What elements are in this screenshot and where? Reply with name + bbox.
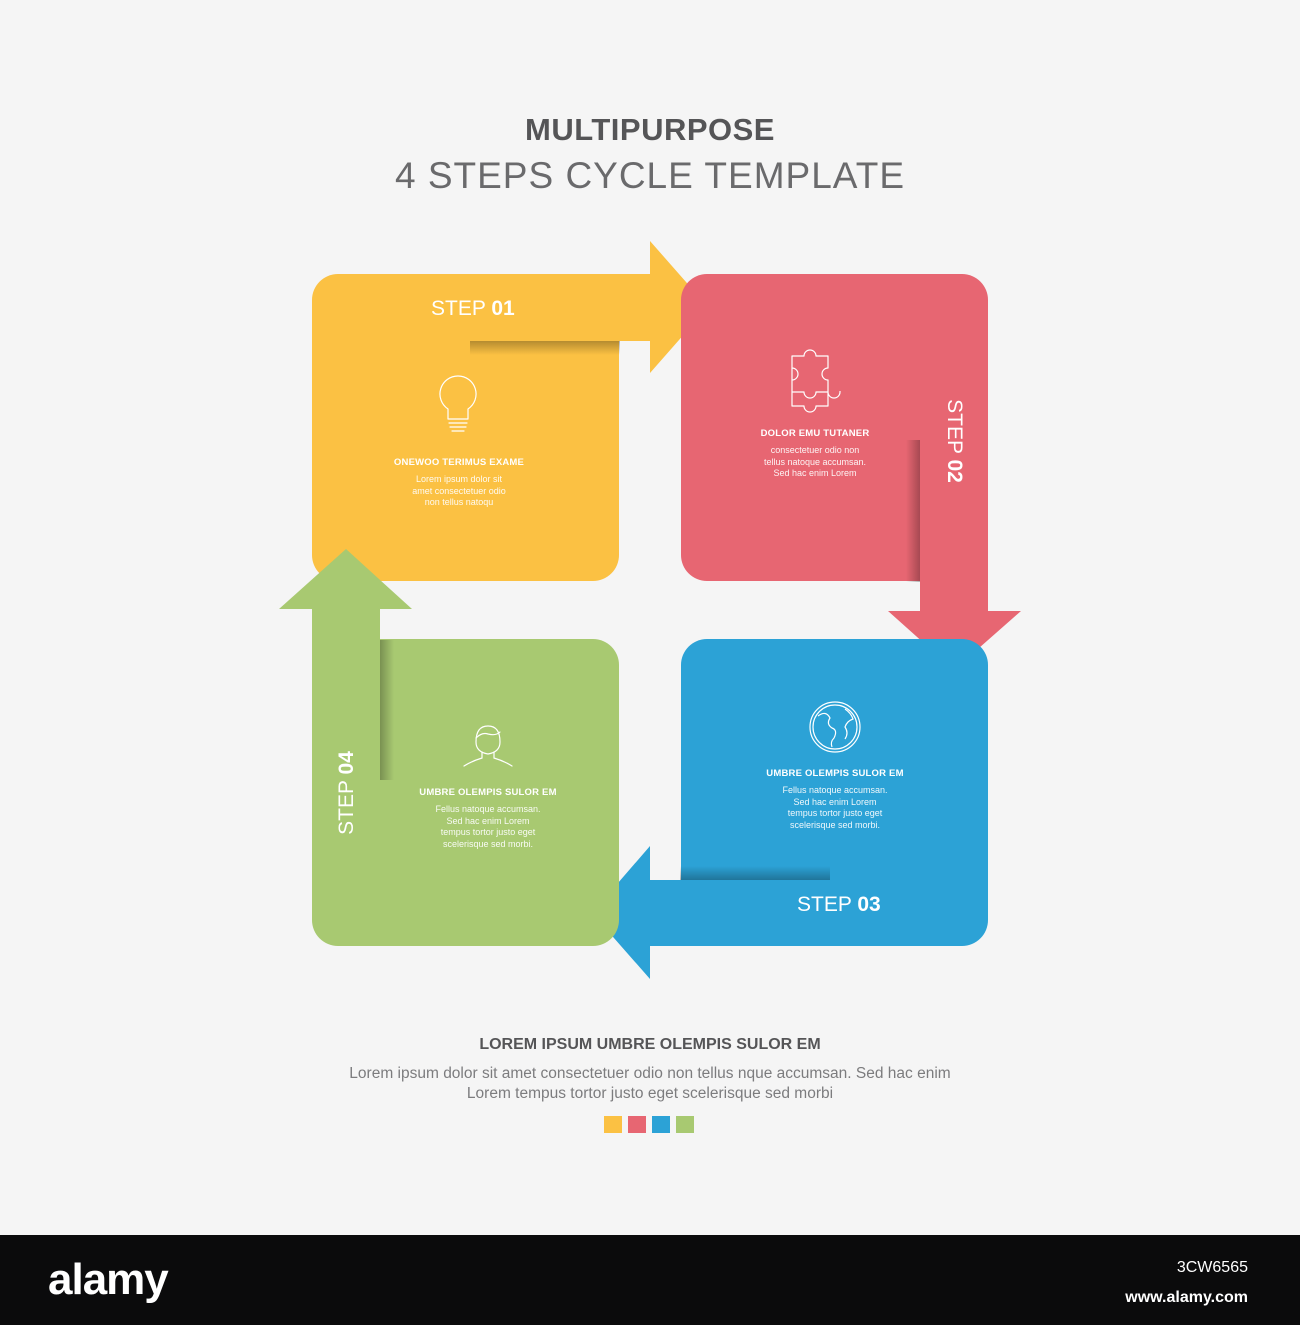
step-3-arrow xyxy=(592,846,930,979)
step-2-shadow xyxy=(906,440,920,582)
step-2-heading: DOLOR EMU TUTANER xyxy=(760,428,870,439)
step-4-body-line: tempus tortor justo eget xyxy=(440,827,536,837)
step-3-word: STEP xyxy=(797,893,852,916)
footer-heading: LOREM IPSUM UMBRE OLEMPIS SULOR EM xyxy=(479,1036,821,1053)
puzzle-icon xyxy=(791,349,841,413)
step-3-body-line: Fellus natoque accumsan. xyxy=(782,785,888,795)
step-1-text: ONEWOO TERIMUS EXAME Lorem ipsum dolor s… xyxy=(384,457,534,509)
step-4-text: UMBRE OLEMPIS SULOR EM Fellus natoque ac… xyxy=(408,787,568,850)
diagram-title: MULTIPURPOSE xyxy=(525,112,775,147)
step-3-body: Fellus natoque accumsan. Sed hac enim Lo… xyxy=(755,785,915,831)
step-2-body: consectetuer odio non tellus natoque acc… xyxy=(740,445,890,480)
watermark-bar: alamy 3CW6565 www.alamy.com xyxy=(0,1235,1300,1325)
step-1-shadow xyxy=(470,341,620,355)
watermark-image-id: 3CW6565 xyxy=(1176,1259,1248,1276)
step-3-shadow xyxy=(680,866,830,880)
step-4-body-line: Sed hac enim Lorem xyxy=(446,815,530,826)
step-4-arrow xyxy=(279,549,412,890)
footer-body: Lorem ipsum dolor sit amet consectetuer … xyxy=(0,1064,1300,1104)
step-4-body-line: Fellus natoque accumsan. xyxy=(435,804,541,814)
step-2-word: STEP xyxy=(943,399,966,454)
color-swatches xyxy=(604,1116,694,1133)
step-4-heading: UMBRE OLEMPIS SULOR EM xyxy=(419,787,557,798)
step-2-block xyxy=(681,274,1021,670)
step-3-body-line: Sed hac enim Lorem xyxy=(793,796,877,807)
step-1-arrow xyxy=(372,241,708,373)
step-4-body: Fellus natoque accumsan. Sed hac enim Lo… xyxy=(408,804,568,850)
step-1-number: 01 xyxy=(491,297,515,320)
step-1-body-line: non tellus natoqu xyxy=(424,497,494,507)
step-4-number: 04 xyxy=(335,751,358,775)
swatch-step-1 xyxy=(604,1116,622,1133)
step-1-block xyxy=(312,241,708,581)
watermark-logo: alamy xyxy=(48,1255,169,1304)
step-2-body-line: Sed hac enim Lorem xyxy=(773,468,857,478)
step-2-text: DOLOR EMU TUTANER consectetuer odio non … xyxy=(740,428,890,480)
swatch-step-2 xyxy=(628,1116,646,1133)
globe-icon xyxy=(809,701,861,753)
step-1-body-line: amet consectetuer odio xyxy=(412,485,506,496)
step-1-body: Lorem ipsum dolor sit amet consectetuer … xyxy=(384,474,534,509)
diagram-subtitle: 4 STEPS CYCLE TEMPLATE xyxy=(394,155,905,196)
step-4-word: STEP xyxy=(335,780,358,835)
step-3-text: UMBRE OLEMPIS SULOR EM Fellus natoque ac… xyxy=(755,768,915,831)
swatch-step-4 xyxy=(676,1116,694,1133)
step-3-block xyxy=(592,639,988,979)
step-4-shadow xyxy=(380,640,394,780)
step-2-number: 02 xyxy=(943,459,966,483)
step-1-label: STEP 01 xyxy=(431,297,515,321)
step-3-label: STEP 03 xyxy=(797,893,881,917)
step-3-body-line: scelerisque sed morbi. xyxy=(789,819,881,830)
step-3-number: 03 xyxy=(857,893,881,916)
footer-line: Lorem tempus tortor justo eget scelerisq… xyxy=(466,1085,834,1102)
step-3-heading: UMBRE OLEMPIS SULOR EM xyxy=(766,768,904,779)
step-2-body-line: consectetuer odio non xyxy=(770,445,860,455)
step-2-label: STEP 02 xyxy=(942,399,966,483)
step-1-heading: ONEWOO TERIMUS EXAME xyxy=(393,457,525,468)
step-1-word: STEP xyxy=(431,297,486,320)
step-1-body-line: Lorem ipsum dolor sit xyxy=(415,474,503,484)
cycle-diagram xyxy=(279,241,1021,979)
swatch-step-3 xyxy=(652,1116,670,1133)
step-2-body-line: tellus natoque accumsan. xyxy=(763,456,867,467)
step-2-arrow xyxy=(888,330,1021,670)
watermark-url: www.alamy.com xyxy=(1125,1289,1248,1306)
step-4-body-line: scelerisque sed morbi. xyxy=(442,838,534,849)
lightbulb-icon xyxy=(439,375,477,432)
step-4-label: STEP 04 xyxy=(335,751,359,835)
step-3-body-line: tempus tortor justo eget xyxy=(787,808,883,818)
person-icon xyxy=(463,725,513,767)
footer-line: Lorem ipsum dolor sit amet consectetuer … xyxy=(349,1065,951,1082)
step-4-block xyxy=(279,549,619,946)
